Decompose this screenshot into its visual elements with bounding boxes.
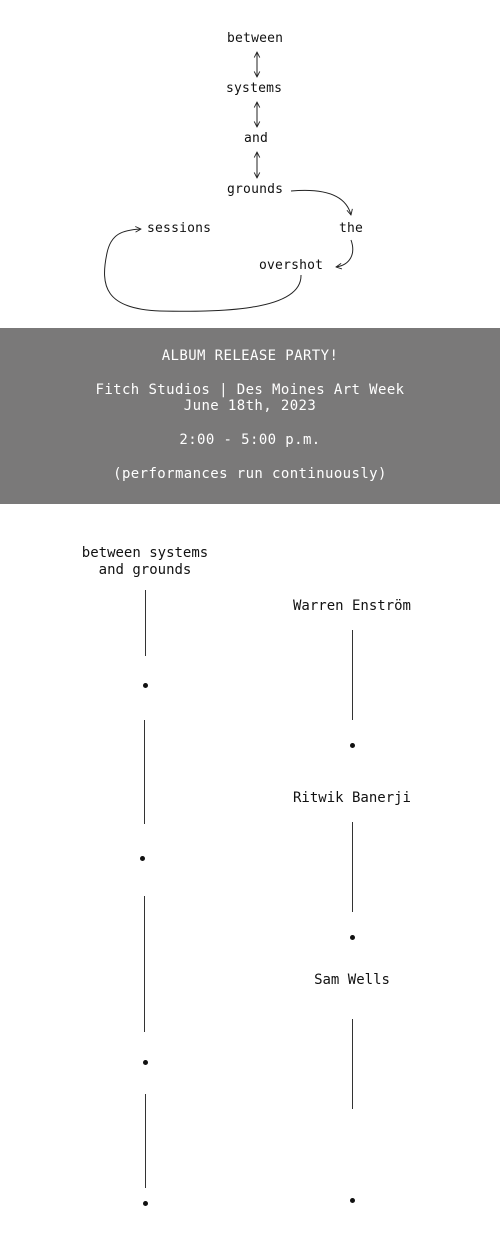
album-title-line-2: and grounds — [98, 562, 192, 578]
right-timeline-dot — [350, 935, 355, 940]
word-overshot: overshot — [259, 258, 324, 273]
right-timeline-dot — [350, 743, 355, 748]
left-timeline-dot — [143, 1201, 148, 1206]
left-timeline-line — [144, 720, 145, 824]
right-timeline-line — [352, 822, 353, 912]
word-grounds: grounds — [227, 182, 284, 197]
album-title-line-1: between systems — [81, 545, 209, 561]
word-and: and — [244, 131, 269, 146]
left-timeline-line — [144, 896, 145, 1032]
event-date: June 18th, 2023 — [183, 398, 317, 414]
word-the: the — [339, 221, 364, 236]
right-timeline-dot — [350, 1198, 355, 1203]
artist-name: Warren Enström — [292, 598, 411, 614]
artist-name: Ritwik Banerji — [292, 790, 411, 806]
flow-arrows — [104, 0, 354, 312]
title-flow-diagram: between systems and grounds sessions the… — [0, 0, 500, 328]
album-title: between systems and grounds — [40, 545, 250, 579]
right-timeline-line — [352, 630, 353, 720]
word-sessions: sessions — [147, 221, 212, 236]
event-venue: Fitch Studios | Des Moines Art Week — [95, 382, 405, 398]
left-timeline-dot — [143, 683, 148, 688]
right-timeline-line — [352, 1019, 353, 1109]
arrow-overshot-sessions — [104, 229, 302, 312]
artist-name: Sam Wells — [314, 972, 390, 988]
arrow-the-overshot — [336, 239, 354, 267]
arrow-grounds-the — [290, 189, 351, 215]
event-note: (performances run continuously) — [113, 466, 387, 482]
event-banner: ALBUM RELEASE PARTY! Fitch Studios | Des… — [0, 328, 500, 504]
word-systems: systems — [226, 81, 283, 96]
event-time: 2:00 - 5:00 p.m. — [179, 432, 321, 448]
left-timeline-dot — [143, 1060, 148, 1065]
left-timeline-line — [145, 590, 146, 656]
word-between: between — [227, 31, 284, 46]
left-timeline-dot — [140, 856, 145, 861]
left-timeline-line — [145, 1094, 146, 1188]
event-title: ALBUM RELEASE PARTY! — [161, 348, 339, 364]
